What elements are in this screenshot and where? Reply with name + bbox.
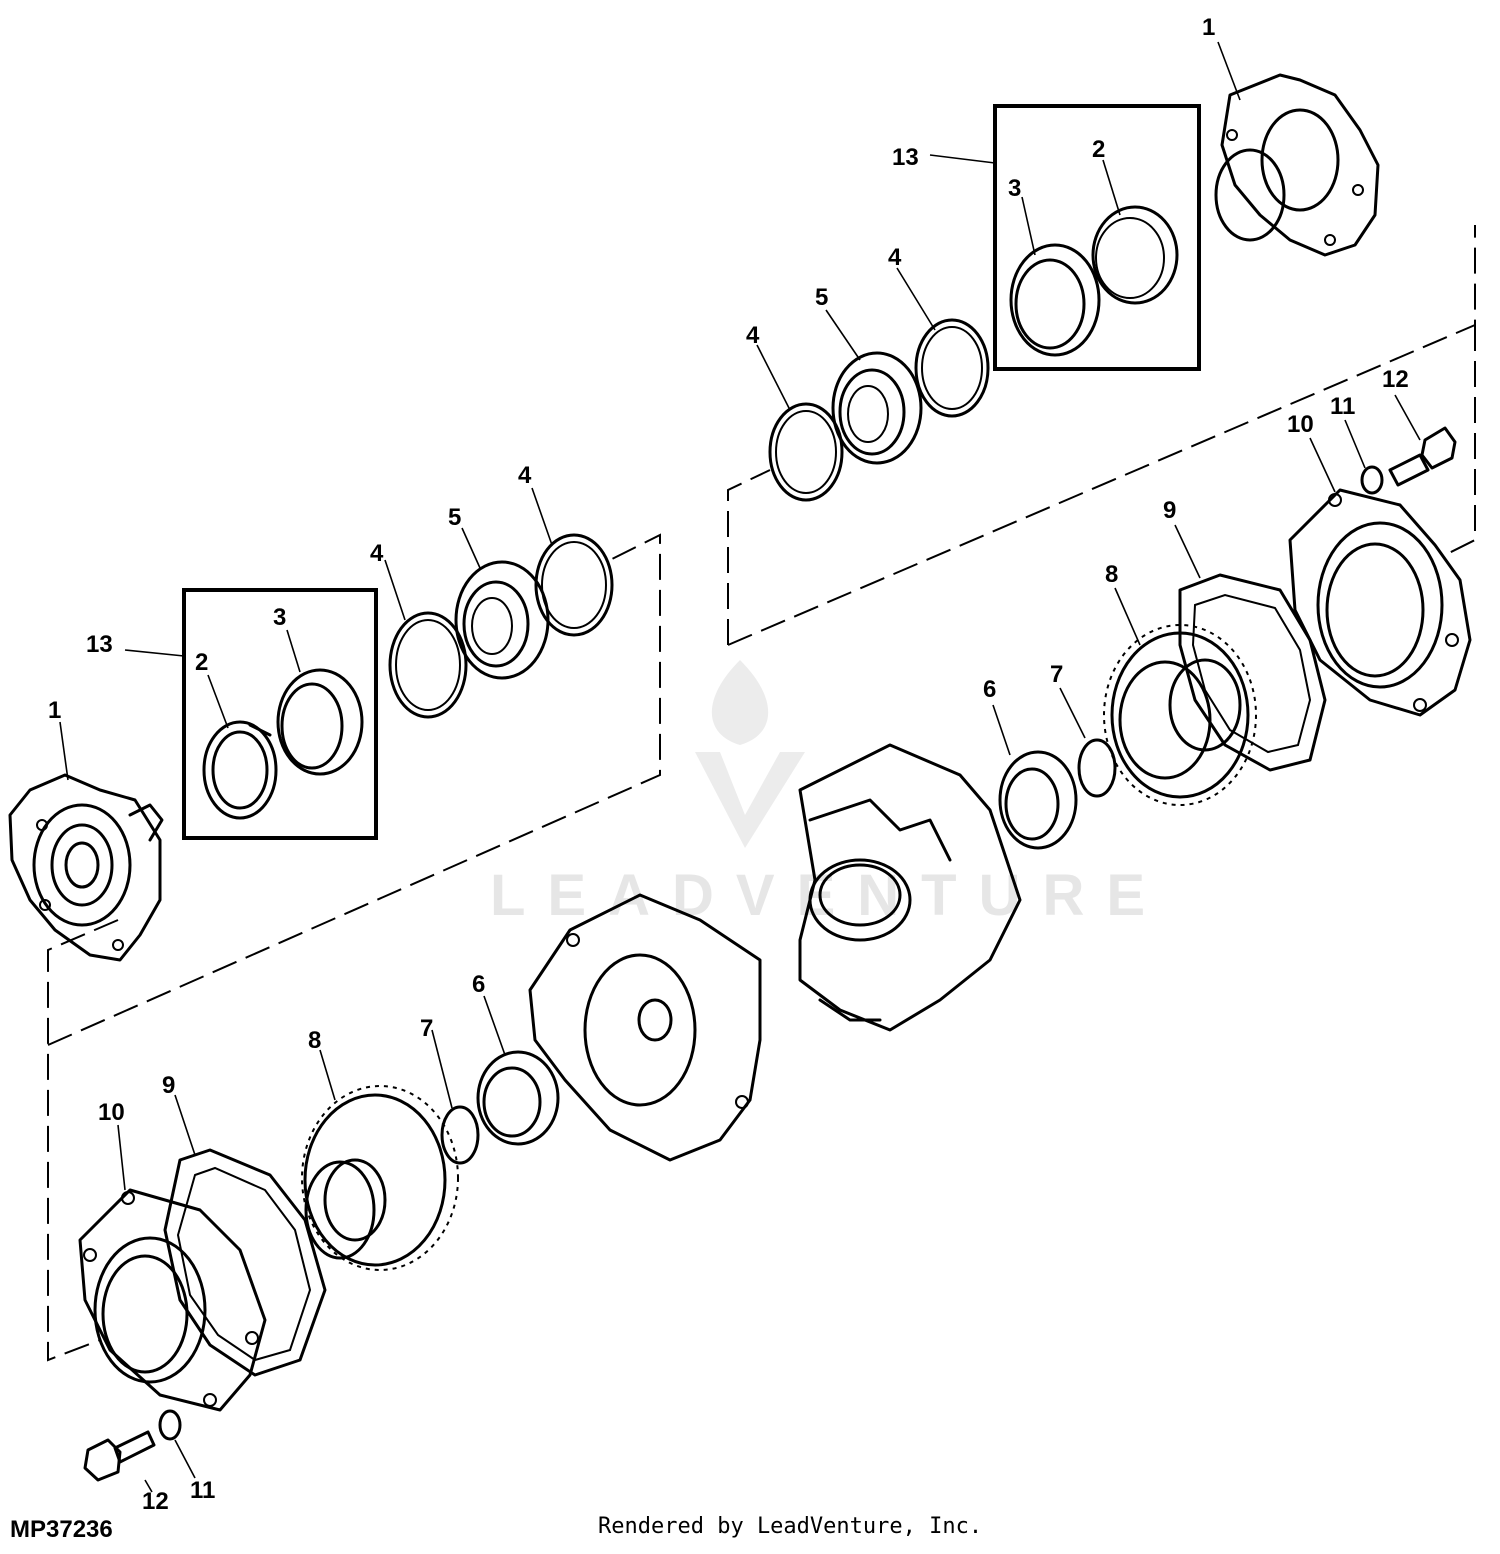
seal-left-2 xyxy=(202,720,278,820)
callout-3-left: 3 xyxy=(273,604,286,631)
washer-left xyxy=(158,1409,182,1441)
callout-6-left: 6 xyxy=(472,971,485,998)
bearing-left xyxy=(454,560,550,680)
callout-11-right: 11 xyxy=(1330,393,1355,420)
bearing-right xyxy=(831,351,923,465)
bearing-left-6 xyxy=(476,1050,560,1146)
render-credit: Rendered by LeadVenture, Inc. xyxy=(598,1514,983,1539)
cover-left xyxy=(78,1188,267,1412)
callout-1-right: 1 xyxy=(1202,14,1215,41)
callout-1-left: 1 xyxy=(48,697,61,724)
gasket-right xyxy=(1178,573,1327,772)
cover-right xyxy=(1288,488,1472,717)
callout-3-right: 3 xyxy=(1008,175,1021,202)
callout-10-right: 10 xyxy=(1287,411,1314,438)
callout-8-right: 8 xyxy=(1105,561,1118,588)
seal-kit-box-left xyxy=(182,588,378,840)
snap-ring-right-b xyxy=(768,402,844,502)
figure-id: MP37236 xyxy=(10,1516,113,1543)
watermark: LEADVENTURE xyxy=(490,660,1167,928)
snap-ring-left-a xyxy=(388,611,468,719)
callout-4-right-b: 4 xyxy=(746,322,760,349)
callout-4-right-a: 4 xyxy=(888,244,902,271)
snap-ring-right-a xyxy=(914,318,990,418)
callout-13-right: 13 xyxy=(892,144,919,171)
callout-7-right: 7 xyxy=(1050,661,1063,688)
hub-left xyxy=(8,773,164,962)
bolt-left xyxy=(83,1430,156,1482)
callout-5-left: 5 xyxy=(448,504,461,531)
leader-lines xyxy=(59,41,1421,1493)
callout-4-left-a: 4 xyxy=(518,462,532,489)
gear-housing-right xyxy=(798,743,1022,1032)
callout-10-left: 10 xyxy=(98,1099,125,1126)
gear-housing-left xyxy=(528,893,762,1162)
assembly-lines xyxy=(47,225,1476,1362)
ring-gear-right xyxy=(1103,624,1257,806)
hub-right xyxy=(1214,73,1380,257)
washer-right xyxy=(1360,465,1384,495)
callout-2-left: 2 xyxy=(195,649,208,676)
seal-left-3 xyxy=(276,668,364,776)
gasket-left xyxy=(163,1148,327,1377)
callout-5-right: 5 xyxy=(815,284,828,311)
callout-7-left: 7 xyxy=(420,1015,433,1042)
callout-13-left: 13 xyxy=(86,631,113,658)
callout-8-left: 8 xyxy=(308,1027,321,1054)
callout-12-left: 12 xyxy=(142,1488,169,1515)
bolt-right xyxy=(1388,426,1457,487)
seal-right-2 xyxy=(1091,205,1179,305)
snap-ring-left-b xyxy=(534,533,614,637)
callout-6-right: 6 xyxy=(983,676,996,703)
callout-12-right: 12 xyxy=(1382,366,1409,393)
bearing-right-6 xyxy=(998,750,1078,850)
callout-4-left-b: 4 xyxy=(370,540,384,567)
snap-ring-left-7 xyxy=(440,1105,480,1165)
callouts: 1 13 2 3 4 5 4 12 11 10 9 8 7 6 4 5 4 3 … xyxy=(48,14,1409,1515)
watermark-text: LEADVENTURE xyxy=(490,863,1167,928)
callout-9-right: 9 xyxy=(1163,497,1176,524)
snap-ring-right-7 xyxy=(1077,738,1117,798)
callout-2-right: 2 xyxy=(1092,136,1105,163)
seal-right-3 xyxy=(1009,243,1101,357)
callout-11-left: 11 xyxy=(190,1477,215,1504)
ring-gear-left xyxy=(301,1085,459,1271)
callout-9-left: 9 xyxy=(162,1072,175,1099)
seal-kit-box-right xyxy=(993,104,1201,371)
